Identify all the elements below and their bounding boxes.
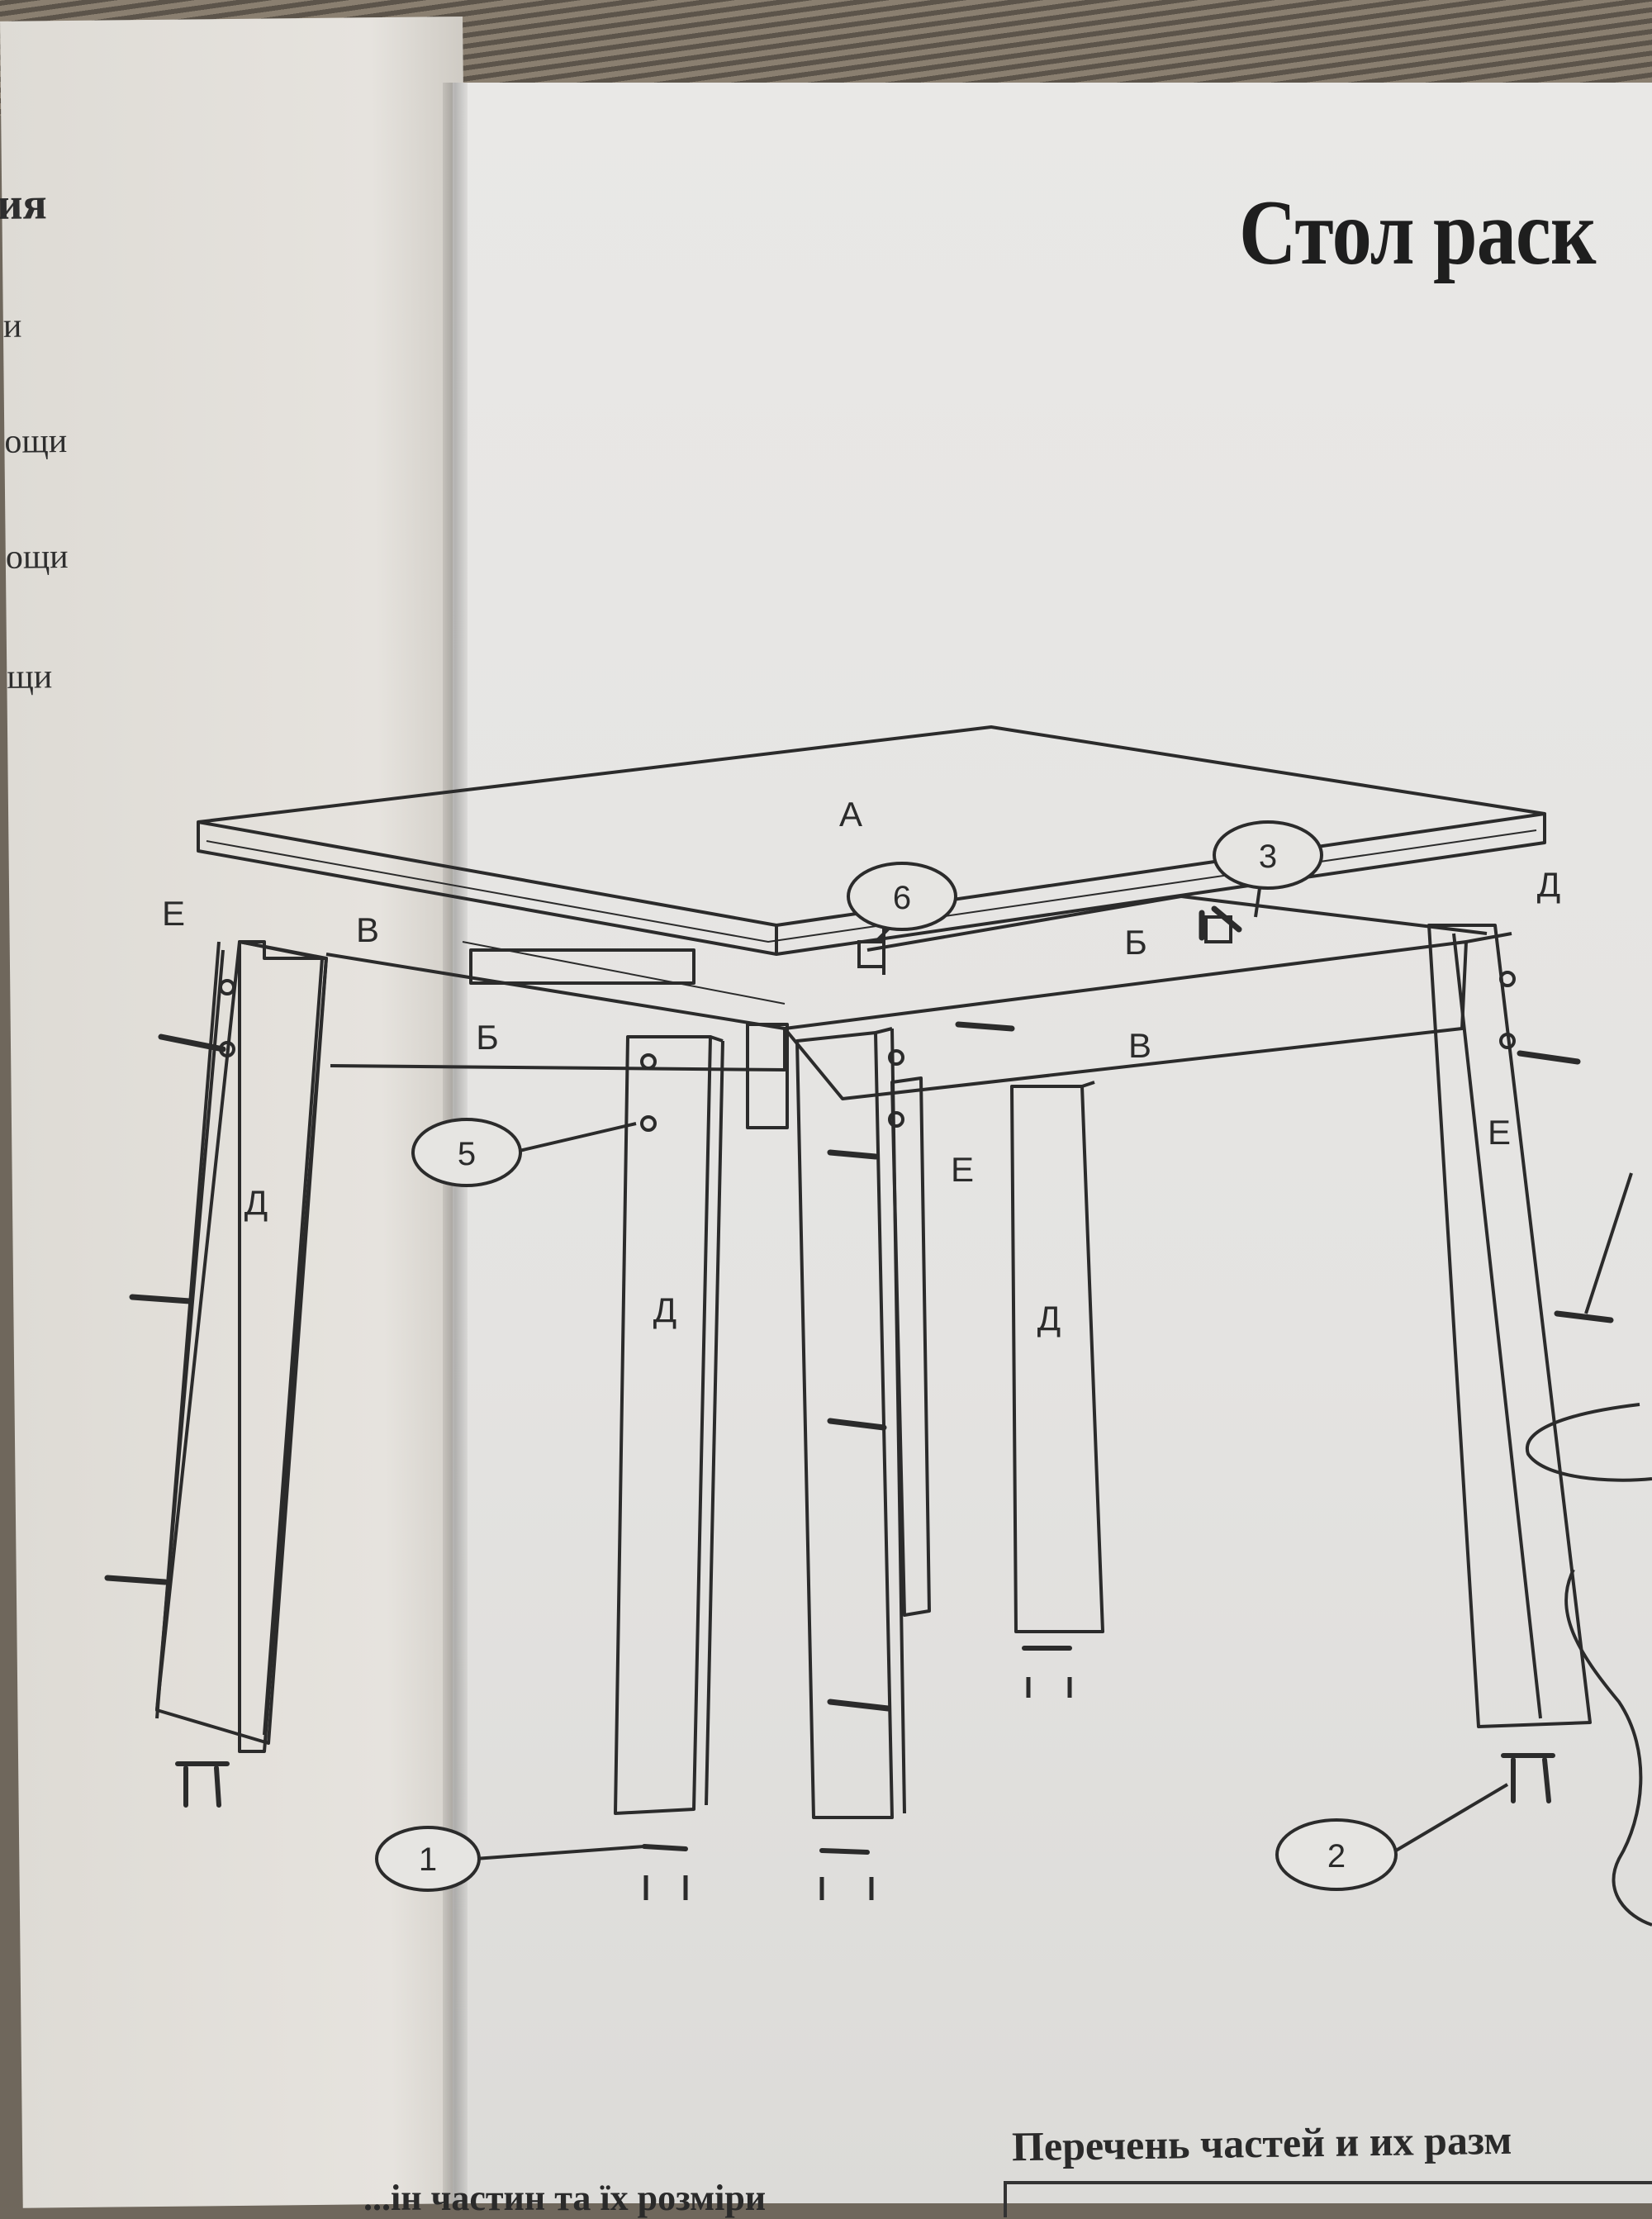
callout-3: 3	[1213, 820, 1323, 890]
panel-e-left	[155, 941, 221, 1719]
fasteners	[104, 905, 1614, 1712]
svg-text:3: 3	[1259, 839, 1277, 875]
label-panel-e-left: Е	[162, 894, 185, 933]
callout-5: 5	[411, 1118, 522, 1187]
rail-b-left	[325, 941, 786, 1071]
rail-b-back	[866, 895, 1488, 952]
svg-text:2: 2	[1327, 1838, 1346, 1875]
label-rail-v-left: В	[356, 910, 379, 949]
dowels	[219, 915, 1516, 1132]
parts-list-heading-ua: ...ін частин та їх розміри	[363, 2178, 767, 2218]
leg-d-front	[614, 1035, 724, 1815]
rail-v-front	[783, 932, 1512, 1100]
svg-text:1: 1	[419, 1841, 437, 1878]
label-rail-b-back: Б	[1124, 923, 1147, 962]
panel-e-center	[890, 1076, 931, 1617]
chair-fragment	[1525, 1172, 1652, 1927]
callout-2: 2	[1275, 1818, 1398, 1891]
callout-leaders	[474, 887, 1509, 1860]
callout-6: 6	[847, 862, 957, 931]
label-rail-v-front: В	[1128, 1026, 1151, 1065]
label-panel-e-center: Е	[951, 1150, 974, 1189]
callout-1: 1	[375, 1826, 481, 1892]
label-leg-d-back: Д	[1037, 1299, 1061, 1338]
parts-table-frame	[1004, 2181, 1652, 2217]
label-panel-e-right: Е	[1488, 1113, 1511, 1152]
right-page	[453, 83, 1652, 2203]
svg-text:6: 6	[893, 880, 911, 916]
document-title: Стол раск	[1239, 182, 1596, 284]
svg-text:5: 5	[458, 1136, 476, 1172]
parts-list-heading: Перечень частей и их разм	[1011, 2116, 1512, 2170]
leg-d-back	[1010, 1081, 1104, 1633]
glide-pins	[643, 1677, 1072, 1900]
label-tabletop: А	[839, 795, 862, 834]
label-rail-b-left: Б	[476, 1018, 499, 1057]
leg-d-left	[155, 940, 328, 1753]
label-leg-d-front: Д	[653, 1290, 676, 1329]
leg-d-right	[1427, 924, 1592, 1728]
label-leg-d-left: Д	[244, 1183, 268, 1222]
label-leg-d-right: Д	[1537, 865, 1560, 904]
feet-glides	[175, 1646, 1555, 1855]
